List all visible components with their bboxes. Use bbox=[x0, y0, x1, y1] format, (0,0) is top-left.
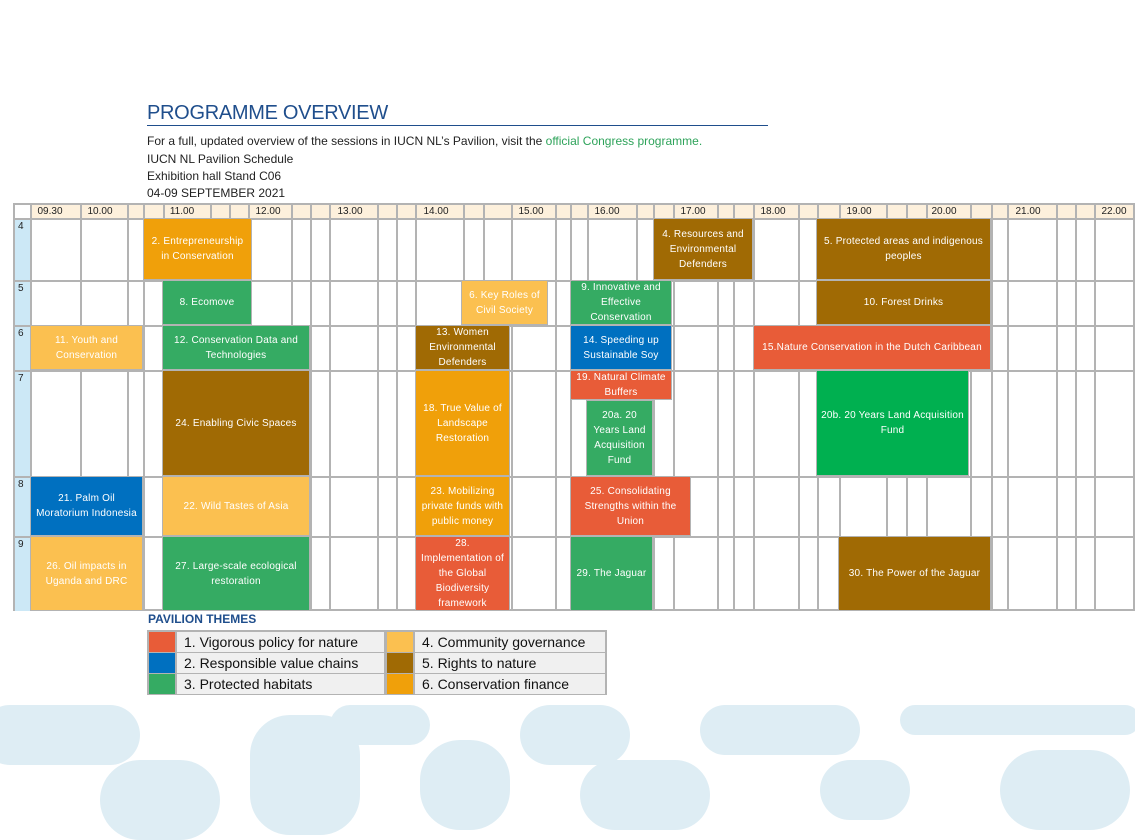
page-title: PROGRAMME OVERVIEW bbox=[147, 102, 388, 124]
grid-column-line bbox=[673, 205, 675, 609]
time-label: 17.00 bbox=[680, 206, 706, 217]
grid-column-line bbox=[1007, 205, 1009, 609]
grid-column-line bbox=[377, 205, 379, 609]
session-block[interactable]: 29. The Jaguar bbox=[570, 536, 653, 611]
legend-label: 4. Community governance bbox=[415, 632, 605, 652]
legend-label: 3. Protected habitats bbox=[177, 674, 384, 694]
intro-text: For a full, updated overview of the sess… bbox=[147, 134, 702, 148]
session-block[interactable]: 12. Conservation Data and Technologies bbox=[162, 325, 310, 370]
time-label: 12.00 bbox=[255, 206, 281, 217]
session-block[interactable]: 2. Entrepreneurship in Conservation bbox=[143, 218, 252, 280]
session-block[interactable]: 4. Resources and Environmental Defenders bbox=[653, 218, 753, 280]
grid-column-line bbox=[753, 205, 755, 609]
legend-swatch bbox=[149, 653, 175, 673]
grid-column-line bbox=[30, 205, 32, 609]
schedule-name: IUCN NL Pavilion Schedule bbox=[147, 152, 294, 166]
day-label: 4 bbox=[18, 221, 24, 232]
day-label: 7 bbox=[18, 373, 24, 384]
session-block[interactable]: 22. Wild Tastes of Asia bbox=[162, 476, 310, 536]
day-label: 9 bbox=[18, 539, 24, 550]
session-block[interactable]: 30. The Power of the Jaguar bbox=[838, 536, 991, 611]
grid-column-line bbox=[127, 205, 129, 609]
title-underline bbox=[147, 125, 768, 126]
session-block[interactable]: 28. Implementation of the Global Biodive… bbox=[415, 536, 510, 611]
session-block[interactable]: 19. Natural Climate Buffers bbox=[570, 370, 672, 400]
legend-swatch bbox=[387, 632, 413, 652]
session-block[interactable]: 23. Mobilizing private funds with public… bbox=[415, 476, 510, 536]
day-label: 8 bbox=[18, 479, 24, 490]
grid-column-line bbox=[396, 205, 398, 609]
day-label: 5 bbox=[18, 283, 24, 294]
time-label: 13.00 bbox=[337, 206, 363, 217]
time-label: 16.00 bbox=[594, 206, 620, 217]
grid-column-line bbox=[511, 205, 513, 609]
grid-column-line bbox=[310, 205, 312, 609]
time-header-row bbox=[30, 205, 1133, 219]
time-label: 18.00 bbox=[760, 206, 786, 217]
legend-swatch bbox=[149, 632, 175, 652]
session-block[interactable]: 5. Protected areas and indigenous people… bbox=[816, 218, 991, 280]
grid-column-line bbox=[1094, 205, 1096, 609]
time-label: 10.00 bbox=[87, 206, 113, 217]
session-block[interactable]: 26. Oil impacts in Uganda and DRC bbox=[30, 536, 143, 611]
grid-row-line bbox=[15, 218, 1133, 220]
time-label: 19.00 bbox=[846, 206, 872, 217]
grid-column-line bbox=[653, 205, 655, 609]
session-block[interactable]: 27. Large-scale ecological restoration bbox=[162, 536, 310, 611]
grid-column-line bbox=[991, 205, 993, 609]
day-label: 6 bbox=[18, 328, 24, 339]
session-block[interactable]: 10. Forest Drinks bbox=[816, 280, 991, 325]
dates: 04-09 SEPTEMBER 2021 bbox=[147, 186, 286, 200]
time-label: 14.00 bbox=[423, 206, 449, 217]
legend-label: 5. Rights to nature bbox=[415, 653, 605, 673]
grid-column-line bbox=[717, 205, 719, 609]
session-block[interactable]: 25. Consolidating Strengths within the U… bbox=[570, 476, 691, 536]
session-block[interactable]: 9. Innovative and Effective Conservation bbox=[570, 280, 672, 325]
legend-title: PAVILION THEMES bbox=[148, 612, 257, 626]
legend-label: 1. Vigorous policy for nature bbox=[177, 632, 384, 652]
time-label: 22.00 bbox=[1101, 206, 1127, 217]
session-block[interactable]: 13. Women Environmental Defenders bbox=[415, 325, 510, 370]
schedule-grid: 4 5 6 7 8 9 09.30 10.00 11.00 12.00 13.00 14.00 15.0… bbox=[13, 203, 1135, 611]
grid-column-line bbox=[970, 205, 972, 609]
day-column bbox=[15, 219, 30, 611]
grid-column-line bbox=[733, 205, 735, 609]
grid-column-line bbox=[1075, 205, 1077, 609]
session-block[interactable]: 6. Key Roles of Civil Society bbox=[461, 280, 548, 325]
intro-sentence: For a full, updated overview of the sess… bbox=[147, 134, 546, 148]
grid-column-line bbox=[555, 205, 557, 609]
time-label: 21.00 bbox=[1015, 206, 1041, 217]
location: Exhibition hall Stand C06 bbox=[147, 169, 282, 183]
session-block[interactable]: 18. True Value of Landscape Restoration bbox=[415, 370, 510, 476]
grid-column-line bbox=[80, 205, 82, 609]
grid-column-line bbox=[143, 205, 145, 609]
grid-column-line bbox=[329, 205, 331, 609]
time-label: 11.00 bbox=[169, 206, 195, 217]
legend-label: 2. Responsible value chains bbox=[177, 653, 384, 673]
congress-programme-link[interactable]: official Congress programme. bbox=[545, 134, 703, 148]
session-block[interactable]: 14. Speeding up Sustainable Soy bbox=[570, 325, 672, 370]
grid-column-line bbox=[1056, 205, 1058, 609]
session-block[interactable]: 15.Nature Conservation in the Dutch Cari… bbox=[753, 325, 991, 370]
time-label: 15.00 bbox=[518, 206, 544, 217]
legend-swatch bbox=[387, 674, 413, 694]
session-block[interactable]: 8. Ecomove bbox=[162, 280, 252, 325]
session-block[interactable]: 11. Youth and Conservation bbox=[30, 325, 143, 370]
session-block[interactable]: 20b. 20 Years Land Acquisition Fund bbox=[816, 370, 969, 476]
time-label: 09.30 bbox=[37, 206, 63, 217]
grid-column-line bbox=[798, 205, 800, 609]
legend-label: 6. Conservation finance bbox=[415, 674, 605, 694]
session-block[interactable]: 24. Enabling Civic Spaces bbox=[162, 370, 310, 476]
legend-swatch bbox=[387, 653, 413, 673]
session-block[interactable]: 20a. 20 Years Land Acquisition Fund bbox=[586, 400, 653, 476]
legend-swatch bbox=[149, 674, 175, 694]
time-label: 20.00 bbox=[931, 206, 957, 217]
session-block[interactable]: 21. Palm Oil Moratorium Indonesia bbox=[30, 476, 143, 536]
grid-column-line bbox=[570, 205, 572, 609]
